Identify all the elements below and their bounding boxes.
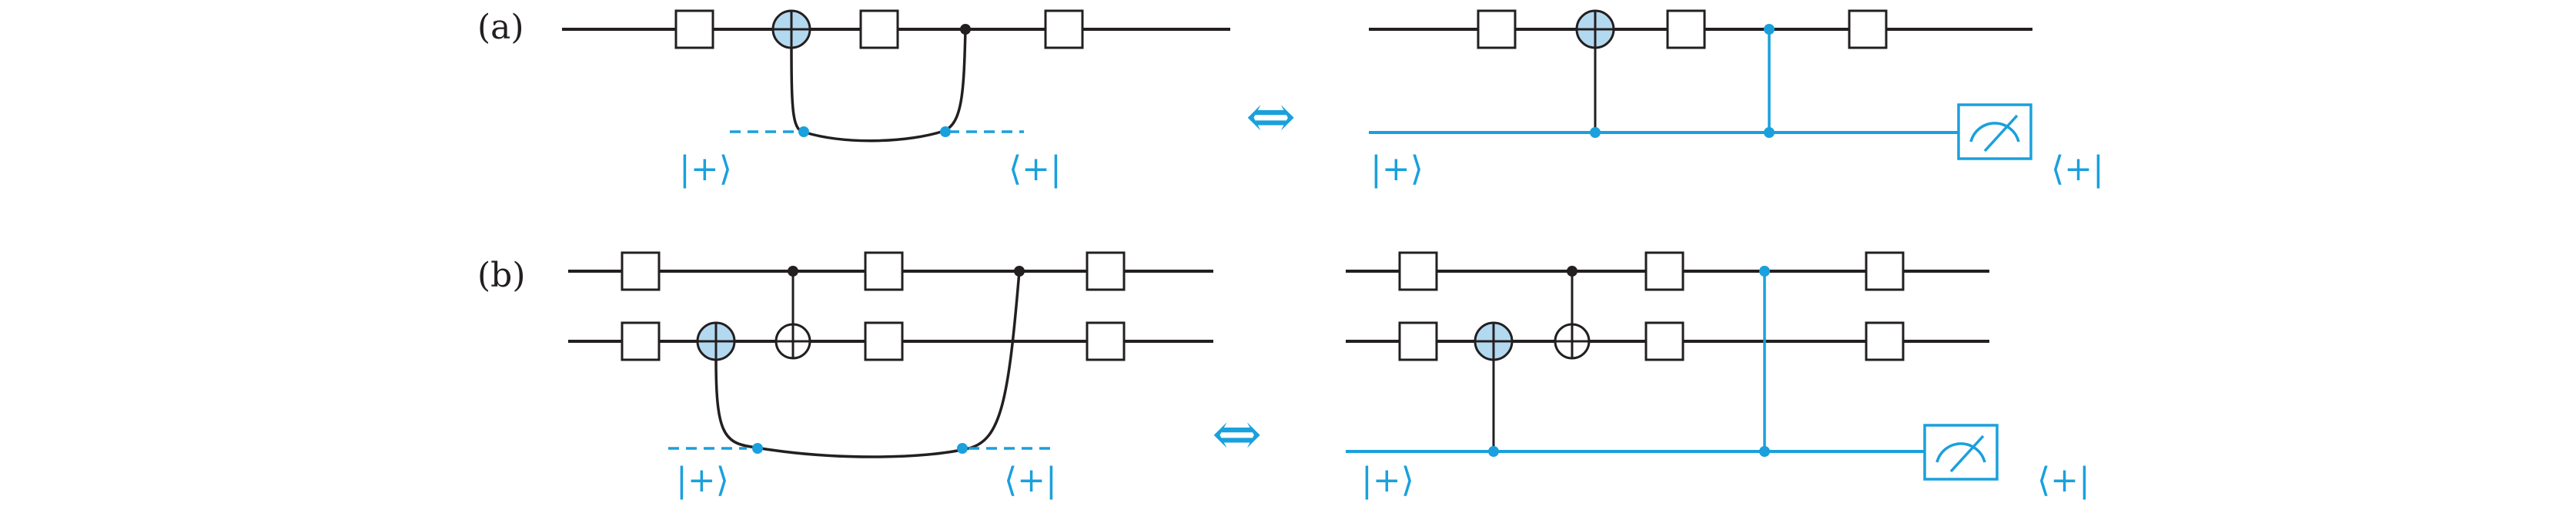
gate-box	[1398, 251, 1438, 291]
gate-box	[1644, 321, 1684, 361]
gate-box	[621, 251, 661, 291]
panel-b-left-circuit: |+⟩ ⟨+|	[568, 251, 1213, 500]
ket-plus-label: |+⟩	[1361, 461, 1414, 500]
accent-dot-icon	[752, 443, 763, 454]
control-dot-icon	[788, 266, 798, 277]
meter-icon	[1923, 424, 1999, 481]
gate-box	[864, 321, 904, 361]
control-dot-icon	[1567, 266, 1577, 277]
equivalence-icon: ⇔	[1212, 400, 1262, 469]
control-dot-icon	[1759, 266, 1770, 277]
gate-box	[1848, 9, 1888, 49]
gate-box	[1865, 321, 1905, 361]
gate-box	[1044, 9, 1084, 49]
gate-box	[1086, 321, 1126, 361]
cnot-target	[771, 9, 811, 49]
accent-dot-icon	[940, 126, 951, 137]
gate-box	[1666, 9, 1706, 49]
bra-plus-label: ⟨+|	[2037, 461, 2090, 500]
bra-plus-label: ⟨+|	[1009, 149, 1062, 189]
control-dot-icon	[1590, 127, 1601, 138]
ket-plus-label: |+⟩	[676, 461, 729, 500]
gate-box	[859, 9, 899, 49]
gate-box	[1398, 321, 1438, 361]
gate-box	[1644, 251, 1684, 291]
panel-label-b: (b)	[477, 256, 526, 295]
bra-plus-label: ⟨+|	[2051, 149, 2104, 189]
gate-box	[621, 321, 661, 361]
gate-box	[1477, 9, 1517, 49]
cnot-target	[696, 321, 736, 361]
gate-box	[1086, 251, 1126, 291]
gate-box	[864, 251, 904, 291]
accent-dot-icon	[798, 126, 809, 137]
panel-a-right-circuit: |+⟩ ⟨+|	[1369, 9, 2104, 189]
panel-b-right-circuit: |+⟩ ⟨+|	[1346, 251, 2090, 500]
cnot-target	[1575, 9, 1615, 49]
panel-label-a: (a)	[477, 8, 524, 47]
control-dot-icon	[1488, 446, 1499, 457]
panel-a-left-circuit: |+⟩ ⟨+|	[562, 9, 1230, 189]
meter-icon	[1957, 103, 2032, 160]
ket-plus-label: |+⟩	[1370, 149, 1423, 189]
control-dot-icon	[1764, 127, 1775, 138]
oplus-icon	[1554, 323, 1591, 360]
curved-connection	[790, 29, 967, 143]
gate-box	[674, 9, 714, 49]
ket-plus-label: |+⟩	[679, 149, 732, 189]
control-dot-icon	[1764, 24, 1775, 35]
oplus-icon	[774, 323, 811, 360]
control-dot-icon	[1759, 446, 1770, 457]
accent-dot-icon	[957, 443, 968, 454]
gate-box	[1865, 251, 1905, 291]
bra-plus-label: ⟨+|	[1004, 461, 1057, 500]
equivalence-icon: ⇔	[1246, 82, 1296, 152]
curved-connection	[714, 270, 1021, 458]
cnot-target	[1474, 321, 1514, 361]
